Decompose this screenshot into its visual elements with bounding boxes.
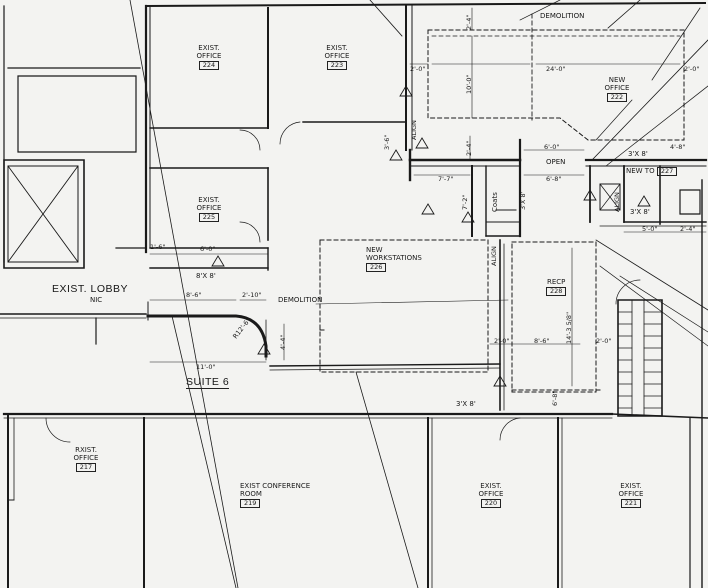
room-label-225: EXIST. OFFICE 225 (196, 196, 222, 222)
dim-6-8-a: 6'-8" (546, 175, 562, 183)
dim-24-0: 24'-0" (546, 65, 566, 73)
dim-8-6-b: 8'-6" (534, 337, 550, 345)
dim-14-3: 14'-3 5/8" (565, 311, 573, 344)
door-tag-3: 3'X 8' (630, 208, 650, 216)
room-label-228: RECP 228 (546, 278, 567, 296)
align-note-2: ALIGN (490, 246, 498, 266)
align-note-3: ALIGN (613, 192, 621, 212)
workstations-outline (319, 239, 489, 373)
open-note: OPEN (546, 158, 566, 166)
stairs (617, 299, 663, 417)
recp-outline (511, 241, 597, 393)
dim-2-4-b: 2'-4" (465, 140, 473, 156)
dim-2-0-a: 2'-0" (410, 65, 426, 73)
corridor-south (269, 363, 501, 367)
room-number-222: 222 (606, 93, 628, 102)
dim-2-0-d: 2'-0" (596, 337, 612, 345)
room-label-217: RXIST. OFFICE 217 (73, 446, 99, 472)
suite-label: SUITE 6 (186, 376, 230, 389)
dim-7-7: 7'-7" (438, 175, 454, 183)
door-tag-1: 8'X 8' (196, 272, 216, 280)
dim-4-4: 4'-4" (279, 334, 287, 350)
dim-2-4-c: 2'-4" (680, 225, 696, 233)
room-label-227: NEW TO 227 (626, 166, 678, 176)
dim-11-0: 11'-0" (196, 363, 216, 371)
dim-8-6: 8'-6" (186, 291, 202, 299)
room-number-217: 217 (75, 463, 97, 472)
dim-6-0-a: 6'-0" (544, 143, 560, 151)
room-number-226: 226 (366, 263, 387, 272)
coats-note: Coats (491, 192, 499, 212)
dim-4-8: 4'-8" (670, 143, 686, 151)
room-label-219: EXIST CONFERENCE ROOM 219 (240, 482, 311, 508)
room-label-223: EXIST. OFFICE 223 (324, 44, 350, 70)
room-number-224: 224 (198, 61, 220, 70)
dim-3-6: 3'-6" (383, 134, 391, 150)
room-label-224: EXIST. OFFICE 224 (196, 44, 222, 70)
dim-2-4-a: 2'-4" (465, 14, 473, 30)
room-number-223: 223 (326, 61, 348, 70)
dim-2-0-b: 2'-0" (684, 65, 700, 73)
door-tag-5: 3'X 8' (519, 191, 527, 210)
demolition-note-mid: DEMOLITION (278, 296, 323, 304)
lobby-label: EXIST. LOBBY (52, 283, 129, 295)
dim-6-8-b: 6'-8" (551, 390, 559, 406)
room-number-228: 228 (546, 287, 567, 296)
align-note-1: ALIGN (410, 120, 418, 140)
room-label-221: EXIST. OFFICE 221 (618, 482, 644, 508)
room-number-220: 220 (480, 499, 502, 508)
demolition-note-top: DEMOLITION (540, 12, 585, 20)
room-label-220: EXIST. OFFICE 220 (478, 482, 504, 508)
dim-5-0: 5'-0" (642, 225, 658, 233)
new-office-outline (427, 29, 685, 141)
nic-label: NIC (90, 296, 103, 304)
dim-10-0: 10'-0" (465, 74, 473, 94)
dim-2-10: 2'-10" (242, 291, 262, 299)
room-number-225: 225 (198, 213, 220, 222)
door-tag-4: 3'X 8' (456, 400, 476, 408)
room-number-227: 227 (656, 167, 678, 176)
room-label-226: NEW WORKSTATIONS 226 (366, 246, 422, 272)
top-wall (144, 1, 707, 8)
room-number-221: 221 (620, 499, 642, 508)
dim-6-0-b: 6'-0" (200, 245, 216, 253)
room-number-219: 219 (240, 499, 261, 508)
dim-1-6: 1'-6" (150, 243, 166, 251)
dim-2-0-c: 2'-0" (494, 337, 510, 345)
room-label-222: NEW OFFICE 222 (604, 76, 630, 102)
door-tag-2: 3'X 8' (628, 150, 648, 158)
dim-7-2: 7'-2" (461, 194, 469, 210)
